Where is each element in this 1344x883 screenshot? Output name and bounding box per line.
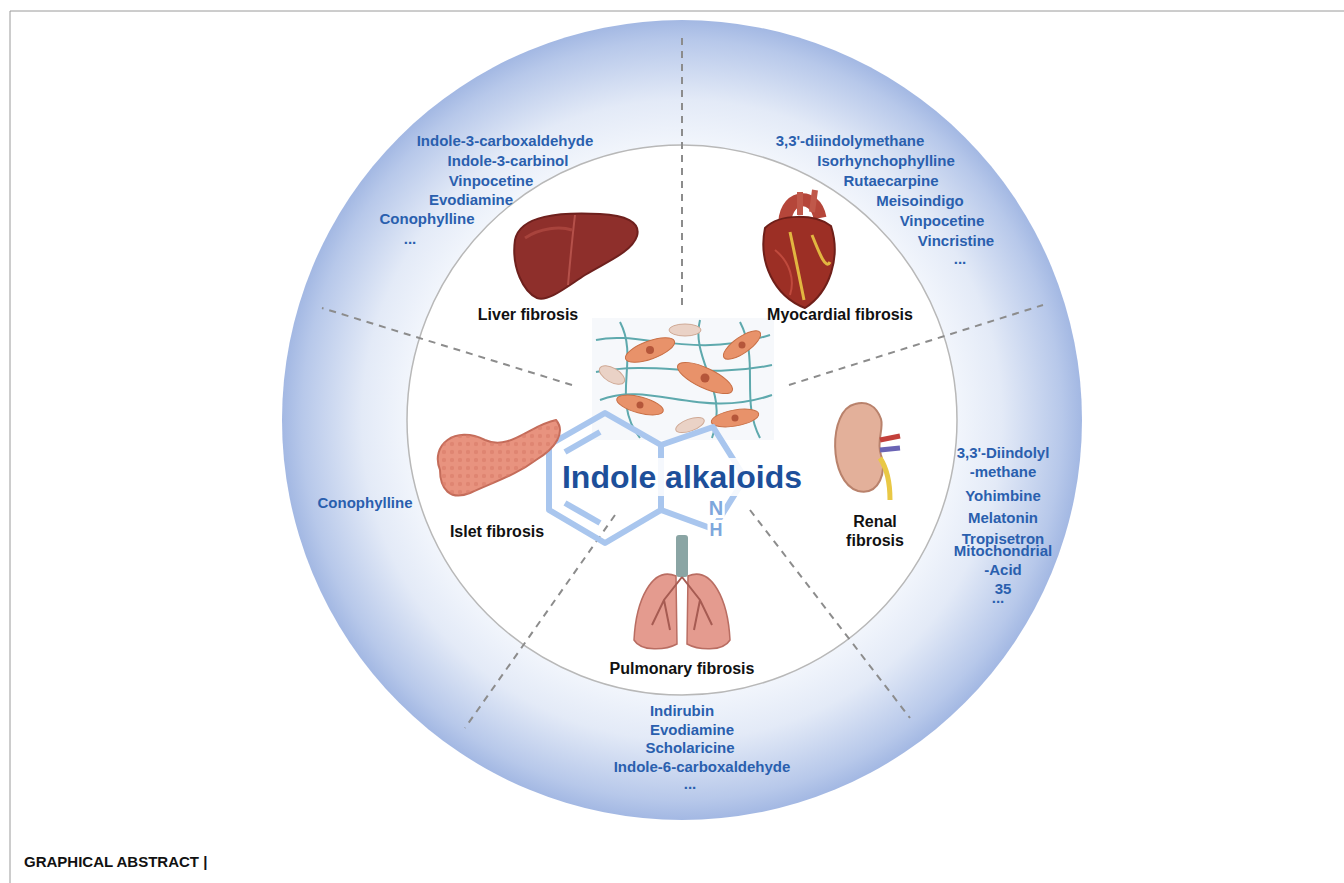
atom-label: N — [707, 498, 725, 518]
frame-line — [10, 11, 11, 883]
liver-illustration — [514, 213, 637, 298]
compound-name: Melatonin — [968, 508, 1038, 527]
compound-name: Indole-6-carboxaldehyde — [614, 757, 791, 776]
compound-name: Conophylline — [380, 209, 475, 228]
compound-name: Vinpocetine — [449, 171, 534, 190]
compound-name: ... — [992, 588, 1005, 607]
inner-circle — [407, 145, 957, 695]
organ-label: Islet fibrosis — [450, 522, 544, 541]
compound-name: Vinpocetine — [900, 211, 985, 230]
compound-name: Vincristine — [918, 231, 994, 250]
compound-name: ... — [684, 774, 697, 793]
organ-label: Renal fibrosis — [846, 512, 904, 550]
pancreas-illustration — [438, 420, 560, 496]
compound-name: Evodiamine — [650, 720, 734, 739]
sector-dividers — [322, 35, 1043, 728]
compound-name: Scholaricine — [645, 738, 734, 757]
compound-name: 3,3'-Diindolyl -methane — [957, 443, 1050, 481]
organ-label: Liver fibrosis — [478, 305, 578, 324]
organ-label: Pulmonary fibrosis — [610, 659, 755, 678]
outer-ring — [282, 20, 1082, 820]
compound-name: Rutaecarpine — [843, 171, 938, 190]
organ-label: Myocardial fibrosis — [767, 305, 913, 324]
compound-name: ... — [954, 249, 967, 268]
atom-label: H — [708, 520, 725, 540]
heart-illustration — [763, 190, 834, 308]
kidney-illustration — [835, 403, 900, 500]
compound-name: Yohimbine — [965, 486, 1041, 505]
compound-name: Indole-3-carboxaldehyde — [417, 131, 594, 150]
compound-name: Evodiamine — [429, 190, 513, 209]
compound-name: Indirubin — [650, 701, 714, 720]
compound-name: ... — [404, 229, 417, 248]
figure-caption: GRAPHICAL ABSTRACT | — [24, 852, 207, 871]
lungs-illustration — [634, 535, 730, 649]
frame-line — [10, 11, 1344, 12]
compound-name: Conophylline — [318, 493, 413, 512]
compound-name: Isorhynchophylline — [817, 151, 955, 170]
compound-name: 3,3'-diindolymethane — [776, 131, 925, 150]
center-title: Indole alkaloids — [556, 458, 808, 496]
compound-name: Meisoindigo — [876, 191, 964, 210]
compound-name: Indole-3-carbinol — [448, 151, 569, 170]
